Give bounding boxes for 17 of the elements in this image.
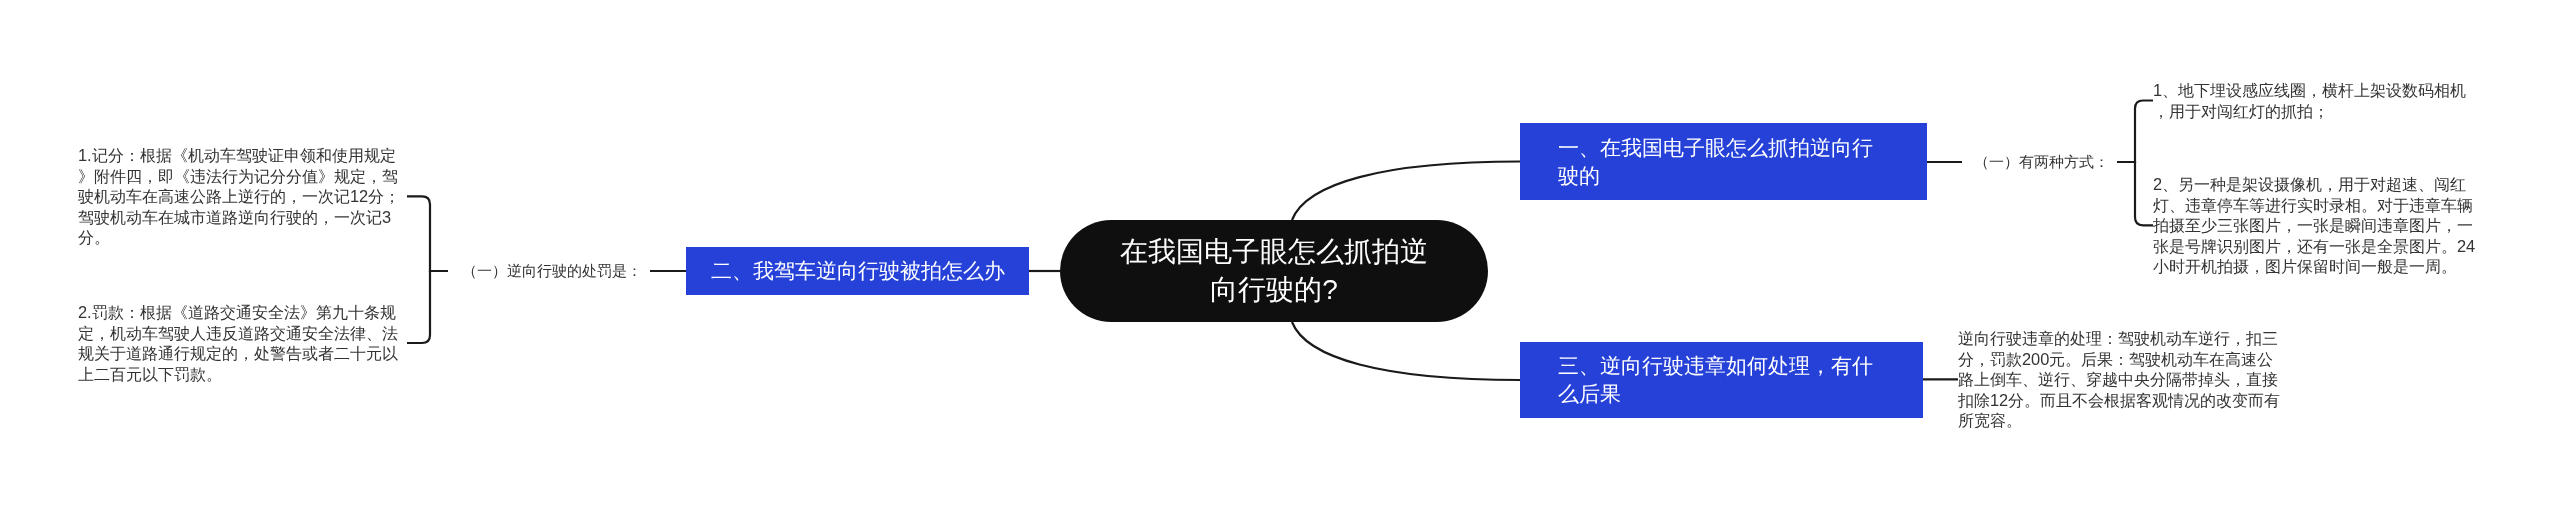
detail-text: 2、另一种是架设摄像机，用于对超速、闯红灯、违章停车等进行实时录相。对于违章车辆拍摄至少三张图片，一张是瞬间违章图片，一张是号牌识别图片，还有一张是全景图片。24小时开机拍摄，图片保留时间一般是一周。	[2153, 174, 2482, 277]
connector-line	[1029, 269, 1060, 273]
connector-line	[650, 269, 686, 273]
detail-text: 1、地下埋设感应线圈，横杆上架设数码相机，用于对闯红灯的抓拍；	[2153, 80, 2482, 121]
detail-text: 1.记分：根据《机动车驾驶证申领和使用规定》附件四，即《违法行为记分分值》规定，驾驶机动车在高速公路上逆行的，一次记12分；驾驶机动车在城市道路逆向行驶的，一次记3分。	[78, 145, 407, 248]
curved-connector	[1291, 321, 1520, 382]
central-topic: 在我国电子眼怎么抓拍逆向行驶的?	[1060, 220, 1488, 322]
curved-connector	[1291, 160, 1520, 221]
subtopic-text: （一）有两种方式：	[1962, 152, 2117, 172]
subtopic-text: （一）逆向行驶的处罚是：	[448, 261, 650, 281]
detail-text: 2.罚款：根据《道路交通安全法》第九十条规定，机动车驾驶人违反道路交通安全法律、法规关于道路通行规定的，处警告或者二十元以上二百元以下罚款。	[78, 302, 407, 384]
branch-topic: 三、逆向行驶违章如何处理，有什么后果	[1520, 342, 1923, 418]
branch-topic: 二、我驾车逆向行驶被拍怎么办	[686, 247, 1029, 295]
branch-topic: 一、在我国电子眼怎么抓拍逆向行驶的	[1520, 123, 1927, 200]
connector-line	[1927, 160, 1962, 164]
detail-text: 逆向行驶违章的处理：驾驶机动车逆行，扣三分，罚款200元。后果：驾驶机动车在高速公路上倒车、逆行、穿越中央分隔带掉头，直接扣除12分。而且不会根据客观情况的改变而有所宽容。	[1958, 328, 2287, 431]
connector-line	[1923, 378, 1958, 381]
